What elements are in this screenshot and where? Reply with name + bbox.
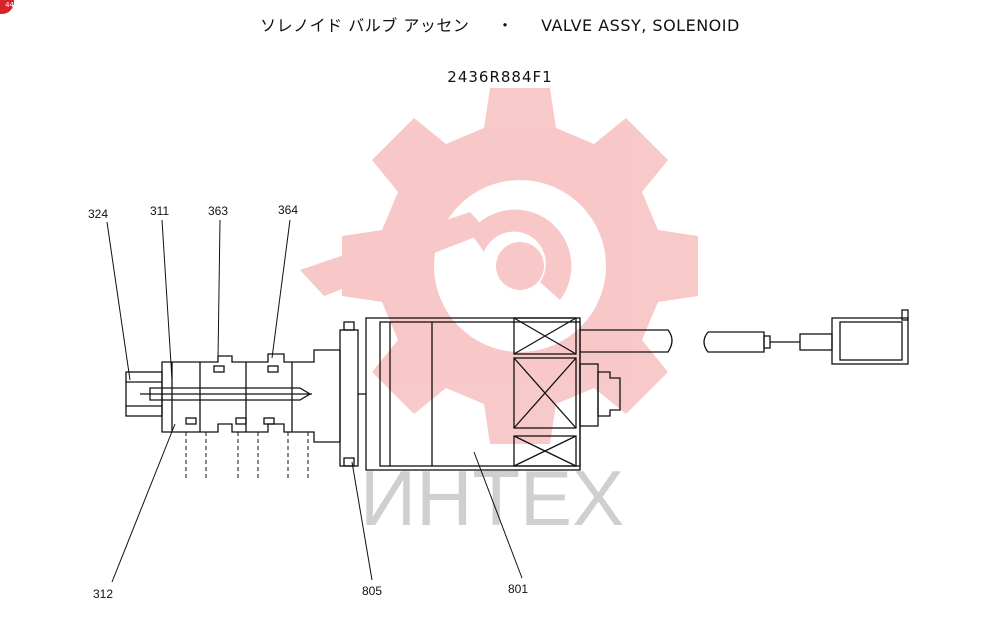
callout-801: 801 bbox=[508, 582, 528, 596]
callout-364: 364 bbox=[278, 203, 298, 217]
callout-363: 363 bbox=[208, 204, 228, 218]
part-number: 2436R884F1 bbox=[447, 68, 553, 86]
lead-cable bbox=[580, 329, 800, 353]
callout-312: 312 bbox=[93, 587, 113, 601]
title-separator: ・ bbox=[496, 16, 514, 35]
callout-324: 324 bbox=[88, 207, 108, 221]
leader-lines bbox=[106, 219, 523, 583]
flange-nut-805 bbox=[339, 321, 366, 467]
solenoid-coil-801 bbox=[365, 317, 621, 471]
watermark-gear-icon bbox=[300, 88, 698, 444]
page-title: ソレノイド バルブ アッセン ・ VALVE ASSY, SOLENOID bbox=[0, 12, 1000, 36]
valve-cartridge bbox=[125, 349, 341, 478]
callout-805: 805 bbox=[362, 584, 382, 598]
title-japanese: ソレノイド バルブ アッセン bbox=[260, 16, 470, 35]
callout-311: 311 bbox=[150, 204, 169, 218]
title-english: VALVE ASSY, SOLENOID bbox=[541, 16, 740, 35]
connector-plug bbox=[799, 309, 909, 365]
